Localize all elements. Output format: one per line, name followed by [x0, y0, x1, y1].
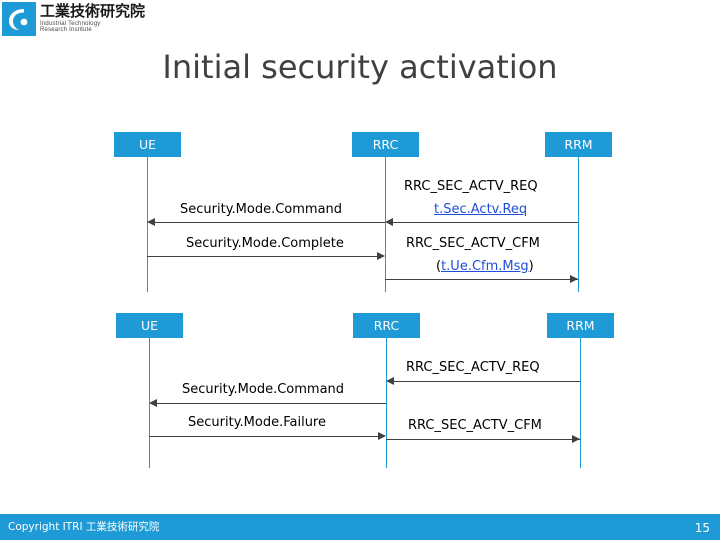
message-label-rrc-sec-actv-cfm-2: RRC_SEC_ACTV_CFM — [408, 418, 542, 433]
arrow-line-security-mode-failure — [149, 436, 378, 437]
logo-english-line1: Industrial Technology — [40, 21, 101, 28]
message-label-rrc-sec-actv-cfm-1: RRC_SEC_ACTV_CFM — [406, 236, 540, 251]
t-ue-cfm-msg-close-paren: ) — [528, 259, 534, 274]
arrow-line-sec-actv-cfm-2 — [386, 439, 580, 440]
actor-box-rrc-1: RRC — [352, 132, 419, 157]
arrow-line-security-mode-complete — [147, 256, 377, 257]
arrow-head-sec-actv-req-2 — [386, 377, 394, 385]
arrow-head-sec-actv-cfm-1 — [570, 275, 578, 283]
footer-bar — [0, 514, 720, 540]
footer-page-number: 15 — [694, 521, 710, 535]
arrow-head-security-mode-complete — [377, 252, 385, 260]
message-label-security-mode-command-2: Security.Mode.Command — [182, 382, 345, 397]
actor-box-ue-1: UE — [114, 132, 181, 157]
actor-box-rrm-2: RRM — [547, 313, 614, 338]
arrow-line-sec-actv-cfm-1 — [385, 279, 578, 280]
footer-copyright: Copyright ITRI 工業技術研究院 — [8, 521, 160, 533]
lifeline-rrc-2 — [386, 338, 387, 468]
logo-chinese-name: 工業技術研究院 — [40, 2, 146, 21]
message-label-rrc-sec-actv-req-1: RRC_SEC_ACTV_REQ — [404, 179, 538, 194]
arrow-head-security-mode-command-2 — [149, 399, 157, 407]
arrow-line-sec-actv-req-2 — [394, 381, 580, 382]
message-label-security-mode-failure: Security.Mode.Failure — [188, 415, 326, 430]
arrow-head-security-mode-command-1 — [147, 218, 155, 226]
message-label-t-sec-actv-req[interactable]: t.Sec.Actv.Req — [434, 202, 528, 217]
t-ue-cfm-msg-open-paren: ( — [436, 259, 442, 274]
logo-english-line2: Research Institute — [40, 27, 92, 34]
arrow-head-sec-actv-req-1 — [385, 218, 393, 226]
lifeline-rrm-1 — [578, 157, 579, 292]
actor-box-rrm-1: RRM — [545, 132, 612, 157]
arrow-line-security-mode-command-1 — [155, 222, 385, 223]
arrow-head-security-mode-failure — [378, 432, 386, 440]
message-label-rrc-sec-actv-req-2: RRC_SEC_ACTV_REQ — [406, 360, 540, 375]
t-ue-cfm-msg-link[interactable]: t.Ue.Cfm.Msg — [441, 259, 529, 274]
actor-box-ue-2: UE — [116, 313, 183, 338]
arrow-head-sec-actv-cfm-2 — [572, 435, 580, 443]
lifeline-rrm-2 — [580, 338, 581, 468]
message-label-security-mode-command-1: Security.Mode.Command — [180, 202, 343, 217]
actor-box-rrc-2: RRC — [353, 313, 420, 338]
itri-logo-mark-icon — [2, 2, 36, 36]
message-label-security-mode-complete: Security.Mode.Complete — [186, 236, 344, 251]
slide-title: Initial security activation — [162, 48, 558, 86]
arrow-line-sec-actv-req-1 — [393, 222, 578, 223]
message-label-t-ue-cfm-msg[interactable]: (t.Ue.Cfm.Msg) — [436, 259, 534, 274]
arrow-line-security-mode-command-2 — [157, 403, 386, 404]
itri-logo: 工業技術研究院 Industrial Technology Research I… — [0, 0, 160, 38]
